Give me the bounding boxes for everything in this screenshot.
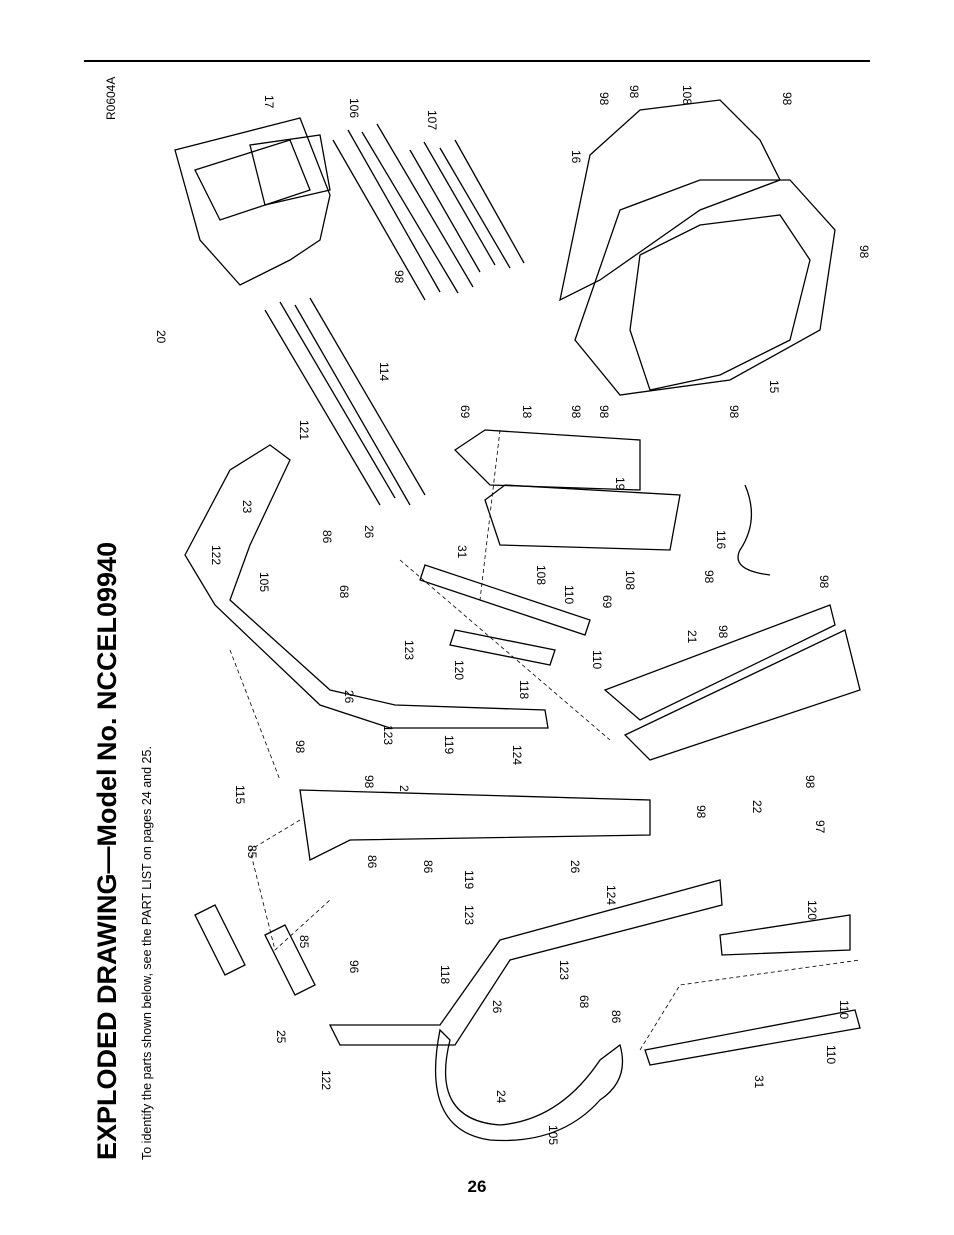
part-number-label: 98 [627, 85, 641, 99]
part-number-label: 26 [342, 690, 356, 704]
part-number-label: 69 [600, 595, 614, 609]
part-number-label: 23 [240, 500, 254, 514]
tube-106 [332, 123, 474, 301]
part-number-label: 123 [381, 725, 395, 745]
part-number-label: 105 [546, 1125, 560, 1145]
part-number-label: 108 [680, 85, 694, 105]
part-number-label: 17 [262, 95, 276, 109]
part-number-label: 25 [274, 1030, 288, 1044]
part-number-label: 85 [297, 935, 311, 949]
part-number-label: 2 [397, 785, 411, 792]
part-number-label: 19 [613, 477, 627, 491]
part-number-label: 24 [494, 1090, 508, 1104]
part-number-label: 120 [805, 900, 819, 920]
shield-18 [453, 429, 641, 491]
part-number-label: 120 [452, 660, 466, 680]
part-number-label: 98 [727, 405, 741, 419]
part-number-label: 121 [297, 420, 311, 440]
part-number-label: 18 [520, 405, 534, 419]
part-number-label: 118 [438, 965, 452, 984]
part-number-label: 98 [362, 775, 376, 789]
part-number-label: 108 [534, 565, 548, 585]
part-number-label: 106 [347, 98, 361, 118]
rail-21 [603, 604, 836, 721]
part-number-label: 98 [694, 805, 708, 819]
part-number-label: 86 [609, 1010, 623, 1024]
part-number-label: 122 [209, 545, 223, 565]
part-number-label: 86 [421, 860, 435, 874]
tube-107 [409, 139, 525, 273]
header-rule [84, 60, 870, 1162]
part-number-label: 110 [590, 650, 604, 669]
part-number-label: 115 [233, 785, 247, 804]
link-arm-31-lower [644, 1009, 861, 1066]
link-arm-31 [419, 564, 591, 636]
part-number-label: 123 [462, 905, 476, 925]
part-number-label: 98 [569, 405, 583, 419]
part-number-label: 26 [490, 1000, 504, 1014]
rail-22 [623, 629, 861, 761]
shield-19 [484, 484, 681, 551]
part-number-label: 22 [750, 800, 764, 814]
part-number-label: 124 [604, 885, 618, 905]
part-number-label: 98 [597, 92, 611, 106]
grip-25 [194, 904, 246, 976]
part-number-label: 21 [685, 630, 699, 644]
lower-arm-118 [328, 879, 723, 1046]
part-number-label: 119 [462, 870, 476, 889]
part-number-label: 105 [257, 572, 271, 592]
part-number-label: 98 [857, 245, 871, 259]
page-number: 26 [467, 1177, 487, 1196]
part-number-label: 68 [577, 995, 591, 1009]
part-number-label: 114 [377, 362, 391, 381]
part-number-label: 98 [702, 570, 716, 584]
part-number-label: 98 [716, 625, 730, 639]
part-number-label: 98 [803, 775, 817, 789]
console-part [174, 117, 331, 286]
part-number-label: 107 [425, 110, 439, 130]
part-number-label: 123 [402, 640, 416, 660]
part-number-label: 108 [623, 570, 637, 590]
part-number-label: 122 [319, 1070, 333, 1090]
shroud-15 [574, 179, 836, 396]
part-number-label: 31 [752, 1075, 766, 1089]
tube-121 [264, 297, 426, 506]
part-number-label: 31 [455, 545, 469, 559]
part-number-label: 86 [365, 855, 379, 869]
part-number-label: 123 [557, 960, 571, 980]
power-cord-116 [737, 484, 771, 576]
part-number-label: 85 [245, 845, 259, 859]
part-number-label: 98 [392, 270, 406, 284]
part-number-label: 110 [562, 585, 576, 604]
part-number-label: 119 [442, 735, 456, 754]
part-number-label: 97 [813, 820, 827, 834]
handlebar-24 [434, 1028, 624, 1142]
part-number-label: 116 [714, 530, 728, 549]
part-number-label: 68 [337, 585, 351, 599]
part-number-label: 98 [597, 405, 611, 419]
part-number-label: 124 [510, 745, 524, 765]
part-number-label: 110 [837, 1000, 851, 1019]
part-number-label: 98 [780, 92, 794, 106]
part-number-label: 69 [458, 405, 472, 419]
part-number-label: 98 [817, 575, 831, 589]
bracket-120 [719, 914, 851, 956]
part-number-label: 96 [347, 960, 361, 974]
part-number-label: 26 [568, 860, 582, 874]
part-number-label: 86 [320, 530, 334, 544]
frame-2 [299, 789, 651, 861]
part-number-label: 118 [517, 680, 531, 699]
upper-arm-23 [184, 444, 549, 729]
part-number-label: 98 [293, 740, 307, 754]
part-number-label: 20 [154, 330, 168, 344]
shroud-16 [559, 99, 781, 302]
part-number-label: 26 [362, 525, 376, 539]
part-number-label: 15 [767, 380, 781, 394]
part-number-label: 16 [569, 150, 583, 164]
part-number-label: 110 [824, 1045, 838, 1064]
